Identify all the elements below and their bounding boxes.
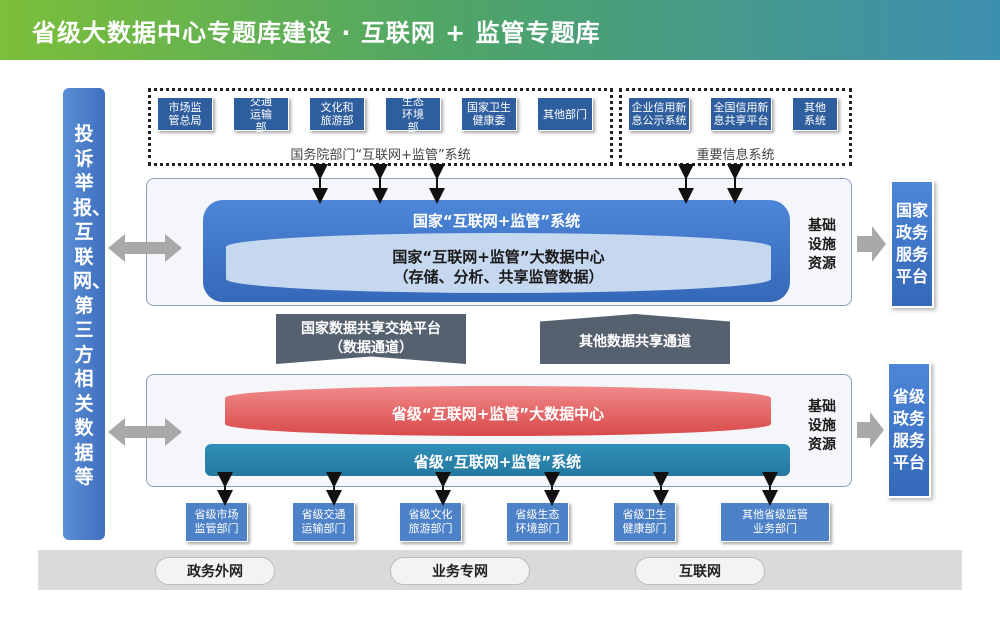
prov-dept-label: 省级市场监管部门 (194, 508, 239, 535)
provincial-system-title: 省级“互联网+监管”系统 (413, 453, 582, 471)
exchange-right-label: 其他数据共享通道 (579, 334, 691, 350)
left-data-source-label: 投诉举报、互联网、第三方相关数据等 (73, 123, 112, 488)
dept-label: 交通运输部 (250, 94, 272, 134)
network-internet: 互联网 (635, 557, 765, 585)
dept-label: 国家卫生健康委 (467, 101, 511, 127)
national-exchange-platform: 国家数据共享交换平台 （数据通道） (276, 314, 466, 364)
national-data-center (226, 233, 771, 293)
network-label: 政务外网 (187, 564, 243, 580)
national-data-center-subtitle: （存储、分析、共享监管数据） (393, 268, 604, 286)
vertical-double-arrows (217, 164, 778, 506)
info-box-national-credit: 全国信用新息共享平台 (710, 97, 772, 131)
state-council-label: 国务院部门“互联网+监管”系统 (290, 148, 471, 163)
national-system-title: 国家“互联网+监管”系统 (412, 212, 581, 230)
national-infra-label: 基础设施资源 (808, 218, 836, 272)
exchange-left-line1: 国家数据共享交换平台 (301, 321, 441, 337)
prov-dept-label: 省级生态环境部门 (515, 508, 560, 535)
prov-dept-label: 省级交通运输部门 (301, 508, 346, 535)
prov-dept-culture: 省级文化旅游部门 (399, 502, 462, 542)
info-label: 其他系统 (804, 101, 826, 127)
dept-label: 其他部门 (543, 107, 587, 121)
prov-dept-transport: 省级交通运输部门 (292, 502, 355, 542)
dept-box-health: 国家卫生健康委 (461, 97, 517, 131)
title-bar: 省级大数据中心专题库建设 · 互联网 + 监管专题库 (0, 0, 1000, 60)
network-gov-extranet: 政务外网 (155, 557, 275, 585)
page-title: 省级大数据中心专题库建设 · 互联网 + 监管专题库 (32, 19, 601, 47)
dept-box-ecology: 生态环境部 (385, 94, 441, 134)
horizontal-double-arrow-icon (108, 418, 182, 446)
prov-dept-ecology: 省级生态环境部门 (506, 502, 569, 542)
prov-dept-label: 省级卫生健康部门 (622, 508, 667, 535)
dept-label: 生态环境部 (402, 94, 424, 134)
prov-dept-other: 其他省级监管业务部门 (720, 502, 830, 542)
other-exchange-channel: 其他数据共享通道 (540, 314, 730, 364)
info-label: 企业信用新息公示系统 (631, 101, 687, 127)
national-data-center-title: 国家“互联网+监管”大数据中心 (392, 248, 605, 266)
provincial-system-bar (205, 444, 790, 476)
prov-dept-market: 省级市场监管部门 (185, 502, 248, 542)
national-gov-platform-label: 国家政务服务平台 (895, 201, 928, 286)
prov-dept-label: 其他省级监管业务部门 (742, 508, 808, 535)
dept-label: 市场监管总局 (168, 101, 202, 127)
network-label: 互联网 (679, 564, 721, 580)
left-data-source-bar: 投诉举报、互联网、第三方相关数据等 (63, 88, 112, 540)
provincial-infra-label: 基础设施资源 (808, 399, 836, 453)
right-arrow-icon (857, 226, 886, 262)
dept-label: 文化和旅游部 (320, 101, 354, 127)
prov-dept-label: 省级文化旅游部门 (408, 508, 453, 535)
dept-box-other: 其他部门 (537, 97, 593, 131)
exchange-left-line2: （数据通道） (329, 340, 413, 356)
network-business-private: 业务专网 (390, 557, 530, 585)
dept-box-culture: 文化和旅游部 (309, 97, 365, 131)
national-gov-platform: 国家政务服务平台 (890, 180, 934, 308)
network-label: 业务专网 (432, 564, 488, 580)
provincial-gov-platform-label: 省级政务服务平台 (892, 387, 925, 472)
info-systems-label: 重要信息系统 (696, 148, 775, 163)
info-label: 全国信用新息共享平台 (713, 101, 769, 127)
prov-dept-health: 省级卫生健康部门 (613, 502, 676, 542)
provincial-data-center-title: 省级“互联网+监管”大数据中心 (391, 405, 605, 423)
right-arrow-icon (857, 412, 884, 448)
horizontal-double-arrow-icon (108, 234, 182, 262)
info-box-other: 其他系统 (792, 97, 838, 131)
provincial-data-center (225, 386, 771, 436)
info-box-enterprise-credit: 企业信用新息公示系统 (628, 97, 690, 131)
dept-box-transport: 交通运输部 (233, 94, 289, 134)
dept-box-market: 市场监管总局 (157, 97, 213, 131)
provincial-gov-platform: 省级政务服务平台 (887, 362, 931, 498)
